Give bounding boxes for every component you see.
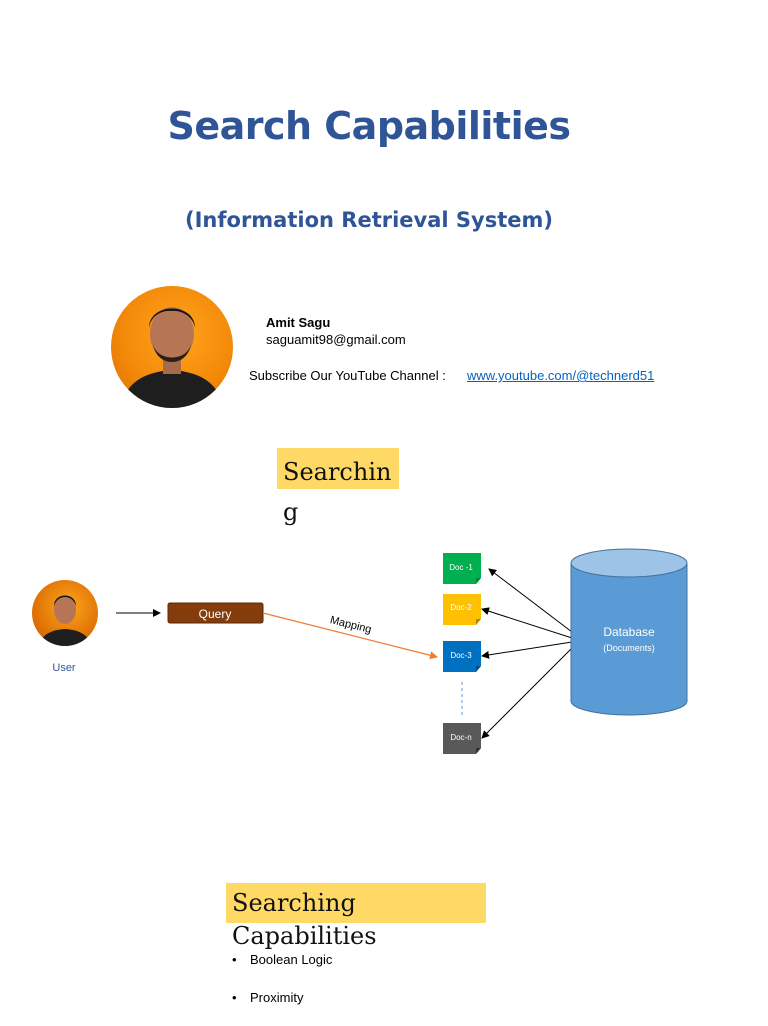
- doc-n-label: Doc-n: [450, 733, 471, 742]
- capabilities-list: Boolean Logic Proximity: [232, 950, 332, 1026]
- mapping-label: Mapping: [329, 614, 373, 636]
- page-title: Search Capabilities: [167, 104, 571, 148]
- database-label: Database: [603, 625, 655, 639]
- author-email: saguamit98@gmail.com: [266, 332, 406, 347]
- database-sublabel: (Documents): [603, 643, 655, 653]
- search-diagram: User Query Mapping Doc -1 Doc-2 Doc-3 Do…: [32, 548, 688, 754]
- db-to-doc2-arrow: [481, 607, 573, 639]
- user-label: User: [52, 662, 76, 674]
- doc-1: Doc -1: [443, 553, 481, 584]
- doc-3-label: Doc-3: [450, 651, 472, 660]
- doc-3: Doc-3: [443, 641, 481, 672]
- doc-2: Doc-2: [443, 594, 481, 625]
- database-cylinder: [570, 548, 688, 716]
- query-label: Query: [199, 607, 232, 621]
- person-portrait-icon: [121, 307, 223, 408]
- list-item: Boolean Logic: [232, 950, 332, 988]
- searching-heading: Searching: [277, 448, 399, 526]
- mapping-arrow: [262, 612, 438, 660]
- doc-n: Doc-n: [443, 723, 481, 754]
- user-avatar: [32, 580, 98, 646]
- page-subtitle: (Information Retrieval System): [185, 208, 553, 232]
- author-name: Amit Sagu: [266, 315, 331, 330]
- db-to-doc1-arrow: [488, 568, 573, 633]
- db-to-doc3-arrow: [481, 641, 573, 659]
- author-photo: [111, 286, 233, 408]
- subscribe-label: Subscribe Our YouTube Channel :: [249, 368, 446, 383]
- doc-2-label: Doc-2: [450, 603, 472, 612]
- doc-1-label: Doc -1: [449, 563, 473, 572]
- youtube-channel-link[interactable]: www.youtube.com/@technerd51: [467, 368, 655, 383]
- list-item: Proximity: [232, 988, 332, 1026]
- searching-capabilities-heading-line2: Capabilities: [232, 922, 377, 950]
- searching-capabilities-heading: Searching: [226, 883, 486, 923]
- db-to-docn-arrow: [481, 647, 573, 739]
